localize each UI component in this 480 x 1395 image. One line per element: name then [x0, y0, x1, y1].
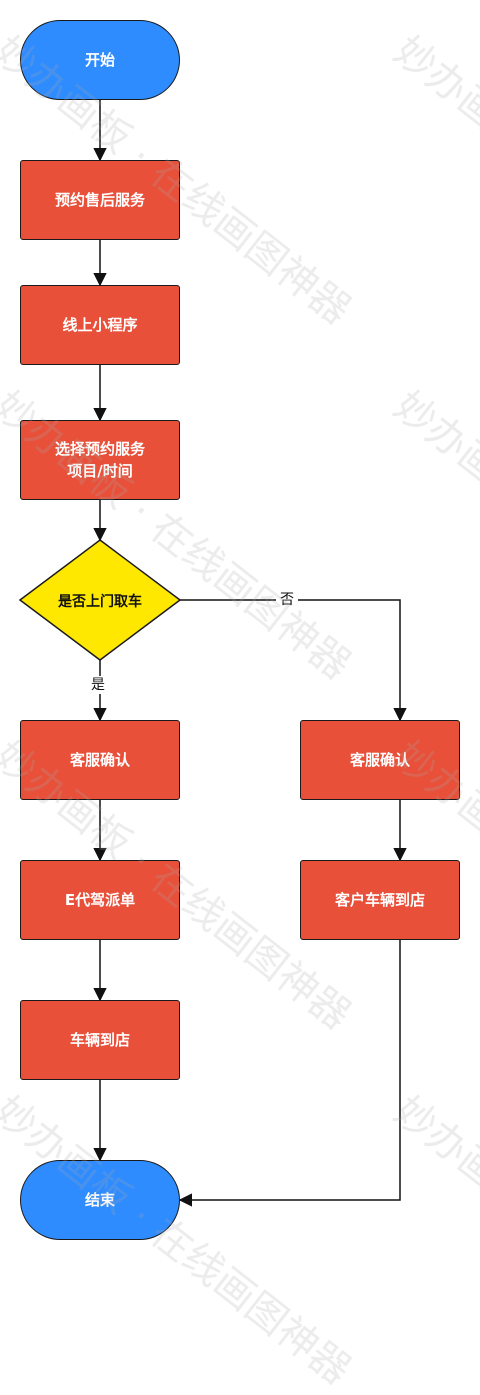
edge-label-yes: 是 [87, 676, 109, 694]
customer-arrive-node[interactable]: 客户车辆到店 [300, 860, 460, 940]
cs-confirm-left-node[interactable]: 客服确认 [20, 720, 180, 800]
vehicle-arrive-label: 车辆到店 [69, 1031, 130, 1049]
customer-arrive-label: 客户车辆到店 [334, 891, 425, 909]
dispatch-label: E代驾派单 [64, 891, 136, 909]
edge-customer-to-end [178, 940, 401, 1207]
book-service-label: 预约售后服务 [54, 191, 145, 209]
mini-program-node[interactable]: 线上小程序 [20, 285, 180, 365]
cs-confirm-right-node[interactable]: 客服确认 [300, 720, 460, 800]
cs-confirm-left-label: 客服确认 [69, 751, 130, 769]
book-service-node[interactable]: 预约售后服务 [20, 160, 180, 240]
decision-label: 是否上门取车 [58, 594, 142, 610]
dispatch-node[interactable]: E代驾派单 [20, 860, 180, 940]
edge-label-no: 否 [276, 591, 298, 609]
start-label: 开始 [84, 51, 115, 69]
end-node[interactable]: 结束 [20, 1160, 180, 1240]
select-item-label: 选择预约服务 项目/时间 [54, 440, 145, 480]
end-label: 结束 [84, 1191, 115, 1209]
cs-confirm-right-label: 客服确认 [349, 751, 410, 769]
start-node[interactable]: 开始 [20, 20, 180, 100]
flowchart-connectors [18, 100, 407, 1207]
edge-decision-no [180, 599, 407, 722]
vehicle-arrive-node[interactable]: 车辆到店 [20, 1000, 180, 1080]
mini-program-label: 线上小程序 [62, 316, 138, 334]
select-item-node[interactable]: 选择预约服务 项目/时间 [20, 420, 180, 500]
